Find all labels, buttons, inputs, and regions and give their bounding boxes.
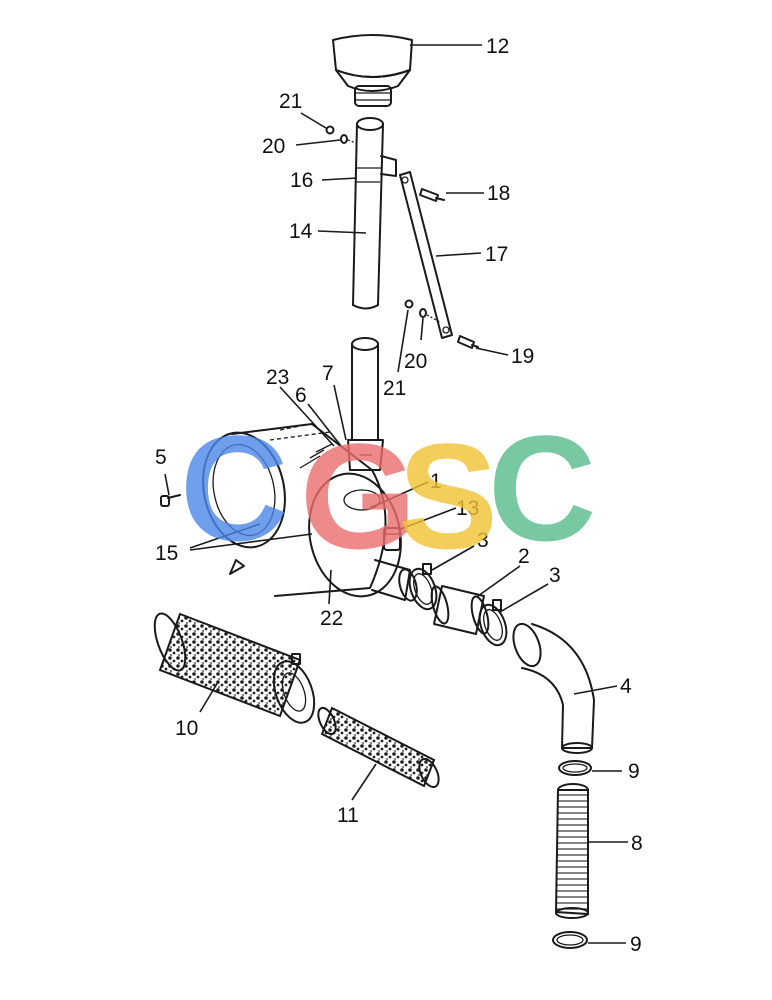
callout-23: 23 bbox=[266, 366, 289, 389]
callout-3-b: 3 bbox=[549, 564, 561, 587]
part-9-clamp-b bbox=[552, 931, 588, 949]
callouts: 12 21 20 16 18 14 17 19 20 21 23 7 6 5 1… bbox=[155, 35, 643, 956]
part-10-primary-element bbox=[153, 612, 316, 724]
part-14-stack-pipe bbox=[352, 117, 397, 310]
callout-11: 11 bbox=[337, 804, 359, 827]
part-1-housing bbox=[202, 423, 402, 598]
callout-9-a: 9 bbox=[628, 760, 640, 783]
part-5-bolt bbox=[160, 494, 181, 507]
part-2-sleeve bbox=[430, 585, 490, 635]
callout-3-a: 3 bbox=[477, 529, 489, 552]
part-18-bolt bbox=[419, 188, 445, 202]
callout-8: 8 bbox=[631, 832, 643, 855]
callout-20-mid: 20 bbox=[404, 350, 427, 373]
callout-14: 14 bbox=[289, 220, 313, 243]
part-outlet bbox=[371, 559, 418, 602]
part-20-21-fasteners bbox=[325, 125, 441, 323]
part-3-clamp-a bbox=[408, 563, 438, 611]
callout-20-top: 20 bbox=[262, 135, 285, 158]
part-19-bolt bbox=[457, 335, 479, 349]
part-8-hose bbox=[554, 783, 589, 919]
callout-1: 1 bbox=[430, 470, 442, 493]
callout-10: 10 bbox=[175, 717, 198, 740]
watermark-letter-1: C bbox=[180, 404, 288, 572]
watermark-letter-4: C bbox=[488, 404, 596, 572]
callout-21-top: 21 bbox=[279, 90, 302, 113]
callout-17: 17 bbox=[485, 243, 508, 266]
callout-12: 12 bbox=[486, 35, 509, 58]
callout-13: 13 bbox=[456, 497, 479, 520]
callout-5: 5 bbox=[155, 446, 167, 469]
callout-7: 7 bbox=[322, 362, 334, 385]
part-12-precleaner bbox=[332, 34, 413, 107]
callout-4: 4 bbox=[620, 675, 632, 698]
callout-21-mid: 21 bbox=[383, 377, 406, 400]
callout-9-b: 9 bbox=[630, 933, 642, 956]
part-17-bracket bbox=[399, 171, 453, 339]
leader-lines bbox=[164, 44, 628, 944]
watermark-letter-3: S bbox=[398, 412, 498, 580]
part-13-indicator bbox=[383, 527, 401, 551]
callout-18: 18 bbox=[487, 182, 510, 205]
part-9-clamp-a bbox=[558, 760, 592, 776]
callout-2: 2 bbox=[518, 545, 530, 568]
callout-16: 16 bbox=[290, 169, 313, 192]
callout-15: 15 bbox=[155, 542, 178, 565]
part-3-clamp-b bbox=[478, 599, 508, 647]
part-11-safety-element bbox=[317, 706, 440, 789]
callout-6: 6 bbox=[295, 384, 307, 407]
watermark: C G S C bbox=[180, 404, 596, 580]
callout-22: 22 bbox=[320, 607, 343, 630]
watermark-letter-2: G bbox=[300, 412, 417, 580]
part-inlet-pipe bbox=[347, 337, 384, 471]
part-4-elbow bbox=[512, 622, 595, 754]
callout-19: 19 bbox=[511, 345, 534, 368]
